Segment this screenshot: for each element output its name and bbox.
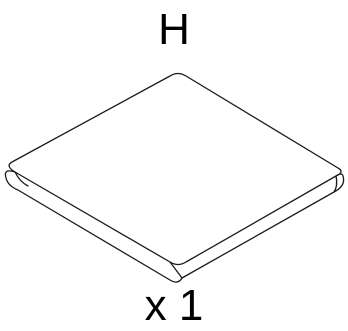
panel-left-bevel: [14, 171, 29, 187]
quantity-label: x 1: [144, 281, 204, 330]
panel-top-face: [8, 72, 342, 266]
panel-right-bevel: [333, 175, 338, 193]
panel-right-edge: [181, 173, 345, 279]
panel-front-corner: [169, 261, 183, 279]
part-label: H: [158, 5, 190, 54]
panel-left-edge: [4, 170, 183, 283]
